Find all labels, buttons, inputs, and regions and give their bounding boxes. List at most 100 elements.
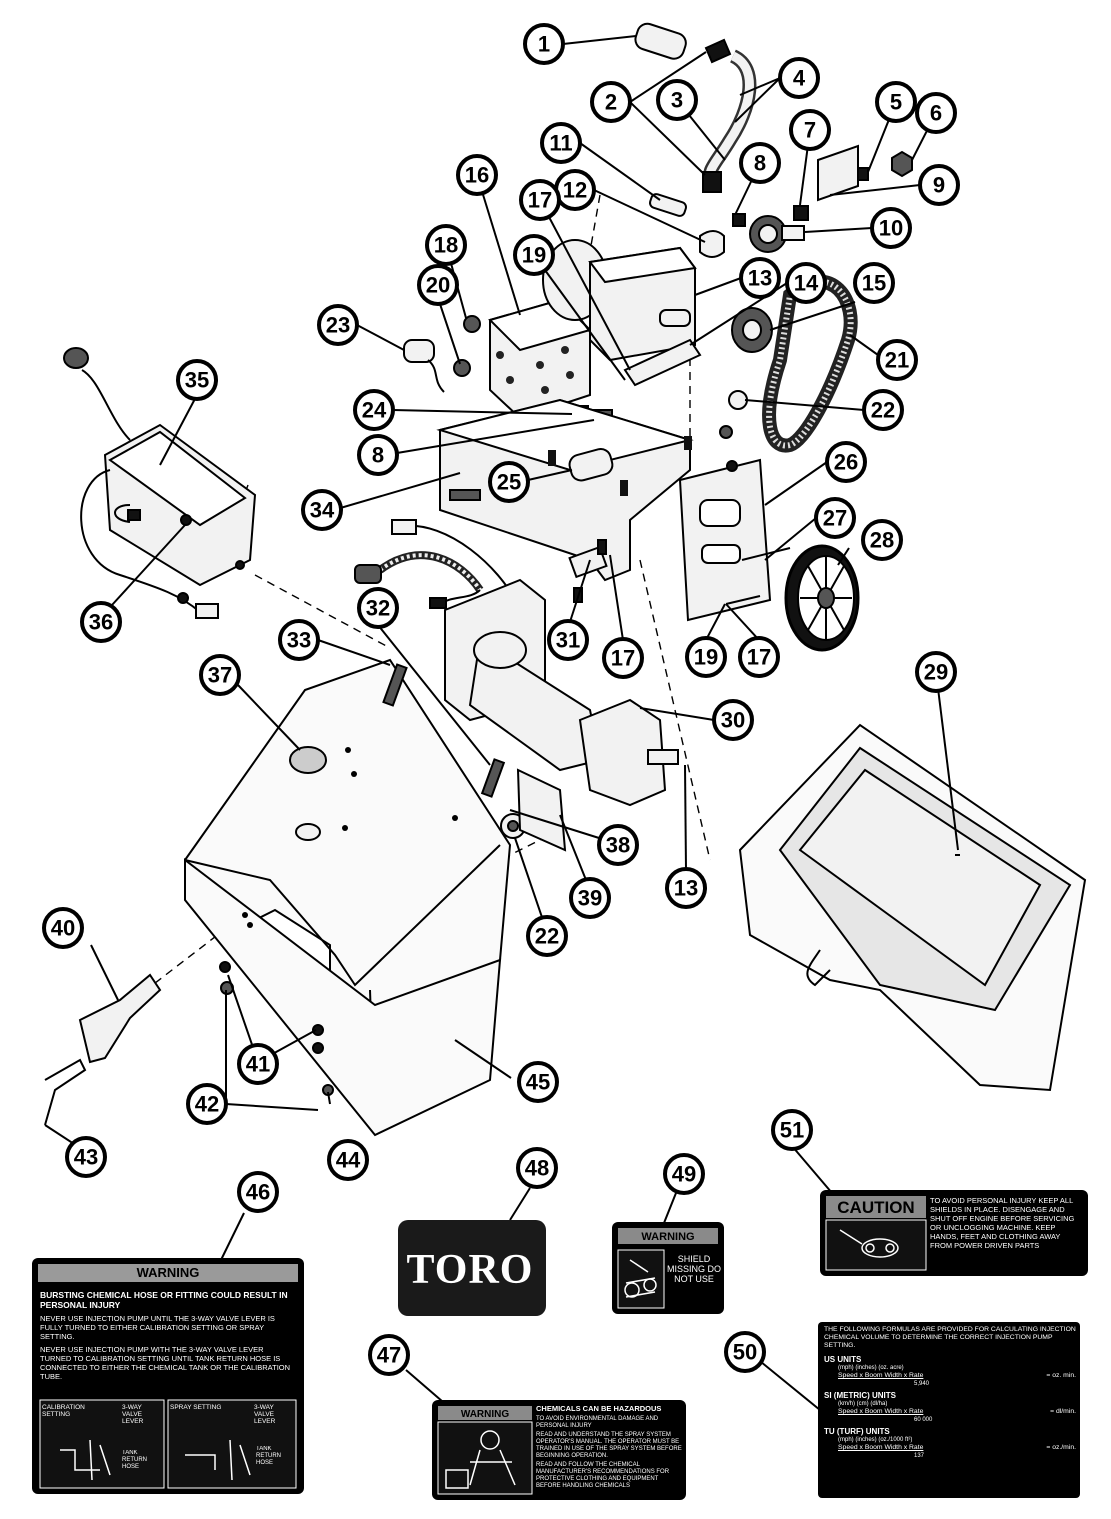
decal-46-valve-pictograms: [60, 1439, 251, 1481]
callout-19: 19: [513, 234, 555, 276]
callout-40: 40: [42, 907, 84, 949]
decal-46-paragraph-2: NEVER USE INJECTION PUMP WITH THE 3-WAY …: [40, 1345, 291, 1381]
callout-23: 23: [317, 304, 359, 346]
decal-46-return-hose-label-b: TANK RETURN HOSE: [256, 1446, 281, 1466]
callout-18: 18: [425, 224, 467, 266]
control-box: [63, 347, 257, 619]
decal-50-us-title: US UNITS: [824, 1355, 862, 1364]
svg-text:33: 33: [287, 628, 311, 653]
svg-text:8: 8: [754, 151, 766, 176]
svg-text:46: 46: [246, 1180, 270, 1205]
svg-text:8: 8: [372, 443, 384, 468]
decal-46-valve-lever-label-a: 3-WAY VALVE LEVER: [122, 1404, 144, 1425]
svg-text:19: 19: [522, 243, 546, 268]
svg-text:31: 31: [556, 628, 580, 653]
svg-text:25: 25: [497, 470, 521, 495]
decal-50-tu-divisor: 137: [914, 1453, 925, 1459]
decal-49-shield-warning: WARNING SHIELD MISSING DO NOT USE: [612, 1222, 724, 1314]
callout-41: 41: [237, 1043, 279, 1085]
svg-text:47: 47: [377, 1343, 401, 1368]
callout-14: 14: [785, 262, 827, 304]
decal-46-valve-lever-label-b: 3-WAY VALVE LEVER: [254, 1404, 276, 1425]
decal-47-bullet-2: READ AND FOLLOW THE CHEMICAL MANUFACTURE…: [536, 1462, 670, 1489]
svg-text:10: 10: [879, 216, 903, 241]
side-plate: [678, 458, 791, 622]
decal-49-text: SHIELD MISSING DO NOT USE: [666, 1254, 721, 1284]
callout-13: 13: [739, 257, 781, 299]
decal-50-tu-units: (mph) (inches) (oz./1000 ft²): [838, 1437, 913, 1443]
svg-text:2: 2: [605, 90, 617, 115]
svg-text:42: 42: [195, 1092, 219, 1117]
injection-pump: [488, 239, 702, 420]
decal-50-intro: THE FOLLOWING FORMULAS ARE PROVIDED FOR …: [824, 1326, 1076, 1349]
svg-text:17: 17: [528, 188, 552, 213]
svg-text:7: 7: [804, 118, 816, 143]
callout-5: 5: [875, 81, 917, 123]
callout-27: 27: [814, 497, 856, 539]
svg-text:30: 30: [721, 708, 745, 733]
svg-text:18: 18: [434, 233, 458, 258]
callout-17: 17: [519, 179, 561, 221]
svg-text:15: 15: [862, 271, 886, 296]
callout-22: 22: [862, 389, 904, 431]
callout-6: 6: [915, 92, 957, 134]
svg-text:32: 32: [366, 596, 390, 621]
callout-50: 50: [724, 1331, 766, 1373]
svg-text:16: 16: [465, 163, 489, 188]
callout-17b: 17: [602, 637, 644, 679]
decal-46-calibration-label: CALIBRATION SETTING: [42, 1404, 85, 1418]
callout-13b: 13: [665, 867, 707, 909]
callout-47: 47: [368, 1334, 410, 1376]
decal-46-title: BURSTING CHEMICAL HOSE OR FITTING COULD …: [40, 1290, 288, 1310]
decal-49-hand-belt-pictogram: [624, 1259, 657, 1298]
svg-text:51: 51: [780, 1118, 804, 1143]
callout-51: 51: [771, 1109, 813, 1151]
callout-17c: 17: [738, 636, 780, 678]
svg-text:38: 38: [606, 833, 630, 858]
decal-46-spray-label: SPRAY SETTING: [170, 1404, 222, 1411]
callout-49: 49: [663, 1153, 705, 1195]
callout-45: 45: [517, 1061, 559, 1103]
callout-24: 24: [353, 389, 395, 431]
svg-text:40: 40: [51, 916, 75, 941]
parts-drawing: [44, 22, 1087, 1137]
callout-7: 7: [789, 109, 831, 151]
svg-text:13: 13: [674, 876, 698, 901]
decal-50-si-result: = dl/min.: [1050, 1408, 1076, 1415]
callout-11: 11: [540, 122, 582, 164]
decal-46-return-hose-label-a: TANK RETURN HOSE: [122, 1450, 147, 1470]
svg-text:22: 22: [535, 924, 559, 949]
callout-19b: 19: [685, 636, 727, 678]
callout-28: 28: [861, 519, 903, 561]
callout-12: 12: [554, 169, 596, 211]
svg-text:5: 5: [890, 90, 902, 115]
frame-bracket: [436, 398, 694, 582]
callout-15: 15: [853, 262, 895, 304]
decal-47-chemical-warning: WARNING CHEMICALS CAN BE HAZARDOUS TO AV…: [432, 1400, 686, 1500]
svg-text:49: 49: [672, 1162, 696, 1187]
callout-33: 33: [278, 619, 320, 661]
svg-text:29: 29: [924, 660, 948, 685]
svg-text:44: 44: [336, 1148, 361, 1173]
svg-text:13: 13: [748, 266, 772, 291]
decal-50-us-divisor: 5,940: [914, 1381, 930, 1387]
callout-44: 44: [327, 1139, 369, 1181]
callout-16: 16: [456, 154, 498, 196]
main-shield: [184, 658, 567, 1137]
decal-50-si-title: SI (METRIC) UNITS: [824, 1391, 896, 1400]
callout-36: 36: [80, 601, 122, 643]
svg-text:24: 24: [362, 398, 387, 423]
svg-text:43: 43: [74, 1145, 98, 1170]
svg-text:48: 48: [525, 1156, 549, 1181]
decal-50-us-units: (mph) (inches) (oz. acre): [838, 1365, 904, 1371]
callout-20: 20: [417, 264, 459, 306]
decal-46-paragraph-1: NEVER USE INJECTION PUMP UNTIL THE 3-WAY…: [40, 1314, 275, 1341]
svg-text:35: 35: [185, 368, 209, 393]
svg-text:3: 3: [671, 88, 683, 113]
svg-text:6: 6: [930, 101, 942, 126]
valve-assembly: [732, 144, 913, 253]
svg-text:41: 41: [246, 1052, 270, 1077]
pump-motor: [354, 519, 679, 807]
decal-47-bullet-1: READ AND UNDERSTAND THE SPRAY SYSTEM OPE…: [536, 1432, 682, 1459]
callout-1: 1: [523, 23, 565, 65]
